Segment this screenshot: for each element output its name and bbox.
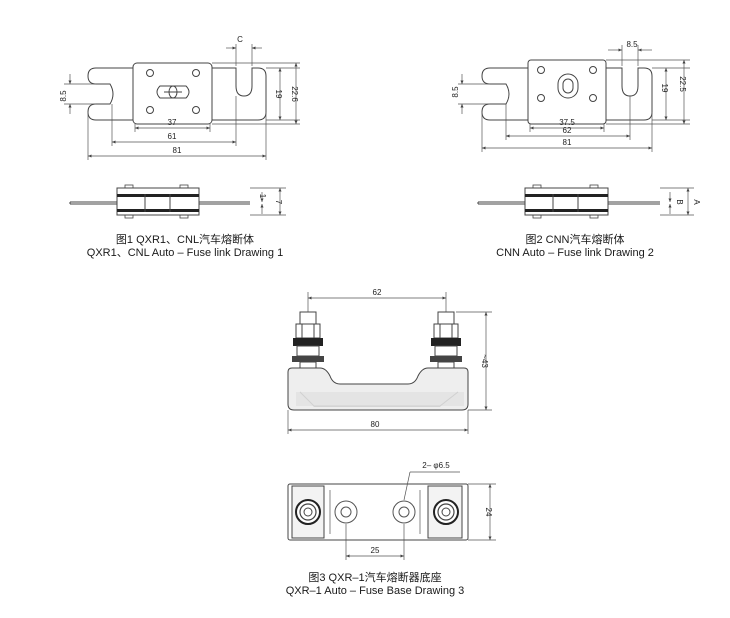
drawing2-dimensions: 8.5 8.5 19 22.5 37.5 62 81 bbox=[451, 40, 690, 152]
drawing3-top-dimensions: 2– φ6.5 24 25 bbox=[345, 461, 496, 560]
d1-dim-h1: 19 bbox=[274, 90, 283, 99]
drawing2-caption: 图2 CNN汽车熔断体 CNN Auto – Fuse link Drawing… bbox=[470, 234, 680, 260]
drawing2-side-dimensions: B A bbox=[660, 187, 701, 216]
d2-dim-h1: 19 bbox=[660, 84, 669, 93]
d3-dim-w25: 25 bbox=[371, 546, 380, 555]
d1-dim-w61: 61 bbox=[168, 132, 177, 141]
d1-dim-t1: 1 bbox=[258, 194, 267, 199]
d1-dim-w37: 37 bbox=[168, 118, 177, 127]
d1-dim-c: C bbox=[237, 35, 243, 44]
drawing1-top-view bbox=[87, 62, 267, 125]
d3-dim-h24: 24 bbox=[484, 508, 493, 517]
drawing1-caption: 图1 QXR1、CNL汽车熔断体 QXR1、CNL Auto – Fuse li… bbox=[80, 234, 290, 260]
drawing3-side-view bbox=[287, 311, 469, 411]
d3-dim-w80: 80 bbox=[371, 420, 380, 429]
d2-dim-b: B bbox=[675, 199, 684, 204]
d2-dim-w37: 37.5 bbox=[559, 118, 575, 127]
drawing1-dimensions: 8.5 C 19 22.6 37 61 81 bbox=[59, 35, 300, 160]
drawing2-caption-en: CNN Auto – Fuse link Drawing 2 bbox=[496, 247, 654, 259]
d1-dim-t7: 7 bbox=[274, 200, 283, 205]
d2-dim-w62: 62 bbox=[563, 126, 572, 135]
d2-dim-h2: 22.5 bbox=[678, 76, 687, 92]
drawing2-top-view bbox=[481, 59, 653, 125]
d3-dim-h43: ~43 bbox=[480, 354, 489, 368]
drawing2-caption-cn: 图2 CNN汽车熔断体 bbox=[525, 234, 625, 246]
drawing3-side-dimensions: 62 ~43 80 bbox=[287, 288, 492, 434]
d3-dim-w62: 62 bbox=[373, 288, 382, 297]
drawing1-caption-en: QXR1、CNL Auto – Fuse link Drawing 1 bbox=[86, 247, 284, 259]
drawing3-top-view bbox=[287, 483, 469, 541]
drawing3-caption: 图3 QXR–1汽车熔断器底座 QXR–1 Auto – Fuse Base D… bbox=[270, 572, 480, 598]
drawing1-caption-cn: 图1 QXR1、CNL汽车熔断体 bbox=[115, 234, 255, 246]
drawing3-caption-cn: 图3 QXR–1汽车熔断器底座 bbox=[308, 572, 442, 584]
d1-dim-w81: 81 bbox=[173, 146, 182, 155]
drawing1-side-view bbox=[69, 184, 250, 219]
d2-dim-slot: 8.5 bbox=[626, 40, 638, 49]
d1-dim-h2: 22.6 bbox=[290, 86, 299, 102]
d3-dim-hole: 2– φ6.5 bbox=[422, 461, 450, 470]
d2-dim-a: A bbox=[692, 199, 701, 205]
d2-dim-hole: 8.5 bbox=[451, 86, 460, 98]
d1-dim-hole: 8.5 bbox=[59, 90, 68, 102]
drawing1-side-dimensions: 1 7 bbox=[250, 187, 286, 216]
drawing2-side-view bbox=[477, 184, 660, 219]
drawing3-caption-en: QXR–1 Auto – Fuse Base Drawing 3 bbox=[285, 585, 465, 597]
d2-dim-w81: 81 bbox=[563, 138, 572, 147]
